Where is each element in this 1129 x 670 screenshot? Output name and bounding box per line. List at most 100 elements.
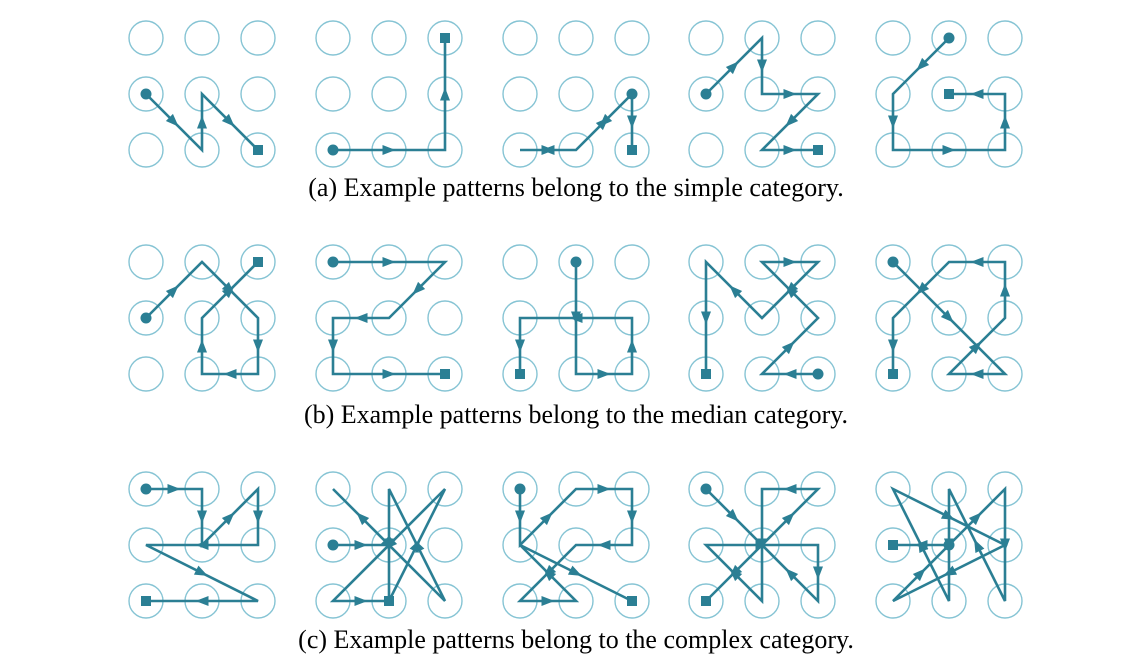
direction-arrow [253, 339, 263, 353]
grid-circle [427, 527, 463, 563]
grid-circle [688, 471, 724, 507]
direction-arrow [785, 568, 799, 582]
grid-circle [558, 76, 594, 112]
direction-arrow [597, 369, 611, 379]
direction-arrow [783, 484, 797, 494]
grid-circle [240, 76, 276, 112]
start-dot [514, 483, 526, 495]
grid-circle [502, 76, 538, 112]
direction-arrow [970, 369, 984, 379]
direction-arrow [783, 89, 797, 99]
direction-arrow [783, 369, 797, 379]
pattern-median-1 [128, 244, 276, 392]
grid-circle [875, 471, 911, 507]
direction-arrow [382, 257, 396, 267]
direction-arrow [1000, 283, 1010, 297]
direction-arrow [781, 341, 795, 355]
pattern-simple-4 [688, 20, 836, 168]
pattern-simple-2 [315, 20, 463, 168]
grid-circle [315, 76, 351, 112]
grid-circle [427, 300, 463, 336]
direction-arrow [567, 565, 582, 576]
grid-circle [502, 244, 538, 280]
direction-arrow [223, 369, 237, 379]
start-dot [887, 256, 899, 268]
grid-circle [614, 244, 650, 280]
grid-circle [315, 20, 351, 56]
direction-arrow [165, 285, 179, 299]
start-dot [327, 144, 339, 156]
grid-circle [240, 20, 276, 56]
grid-circle [128, 20, 164, 56]
direction-arrow [354, 596, 368, 606]
direction-arrow [595, 117, 609, 131]
grid-circle [128, 356, 164, 392]
direction-arrow [755, 540, 769, 550]
start-dot [700, 88, 712, 100]
start-dot [327, 539, 339, 551]
pattern-path [331, 36, 447, 152]
direction-arrow [356, 512, 370, 526]
pattern-grids [128, 20, 1023, 619]
direction-arrow [942, 145, 956, 155]
start-dot [140, 483, 152, 495]
pattern-complex-1 [128, 471, 276, 619]
direction-arrow [916, 281, 930, 295]
pattern-median-4 [688, 244, 836, 392]
direction-arrow [968, 512, 982, 526]
direction-arrow [515, 510, 525, 524]
grid-circle [688, 132, 724, 168]
end-square [813, 145, 823, 155]
grid-circle [128, 132, 164, 168]
direction-arrow [382, 145, 396, 155]
direction-arrow [943, 565, 958, 576]
grid-circle [371, 20, 407, 56]
grid-circle [315, 471, 351, 507]
end-square [253, 257, 263, 267]
direction-arrow [757, 59, 767, 73]
direction-arrow [328, 339, 338, 353]
start-dot [570, 256, 582, 268]
direction-arrow [167, 484, 181, 494]
end-square [440, 369, 450, 379]
direction-arrow [195, 596, 209, 606]
caption-simple: (a) Example patterns belong to the simpl… [308, 173, 843, 202]
direction-arrow [382, 369, 396, 379]
direction-arrow [785, 281, 799, 295]
start-dot [943, 32, 955, 44]
direction-arrow [597, 484, 611, 494]
direction-arrow [888, 115, 898, 129]
pattern-complex-4 [688, 471, 836, 619]
pattern-complex-3 [502, 471, 650, 619]
direction-arrow [940, 509, 955, 520]
grid-circle [128, 244, 164, 280]
direction-arrow [785, 113, 799, 127]
direction-arrow [888, 339, 898, 353]
direction-arrow [974, 539, 985, 554]
grid-circle [240, 244, 276, 280]
direction-arrow [627, 510, 637, 524]
direction-arrow [440, 87, 450, 101]
start-dot [700, 483, 712, 495]
end-square [627, 145, 637, 155]
direction-arrow [597, 540, 611, 550]
grid-circle [875, 20, 911, 56]
direction-arrow [197, 115, 207, 129]
pattern-simple-3 [502, 20, 650, 168]
direction-arrow [354, 540, 368, 550]
direction-arrow [165, 113, 179, 127]
direction-arrow [725, 61, 739, 75]
grid-circle [184, 20, 220, 56]
pattern-complex-5 [875, 471, 1023, 619]
direction-arrow [912, 568, 926, 582]
grid-circle [987, 20, 1023, 56]
direction-arrow [543, 568, 557, 582]
grid-circle [427, 471, 463, 507]
direction-arrow [253, 510, 263, 524]
grid-circle [744, 300, 780, 336]
start-dot [140, 88, 152, 100]
direction-arrow [193, 565, 208, 576]
direction-arrow [783, 257, 797, 267]
direction-arrow [409, 539, 420, 554]
direction-arrow [970, 257, 984, 267]
